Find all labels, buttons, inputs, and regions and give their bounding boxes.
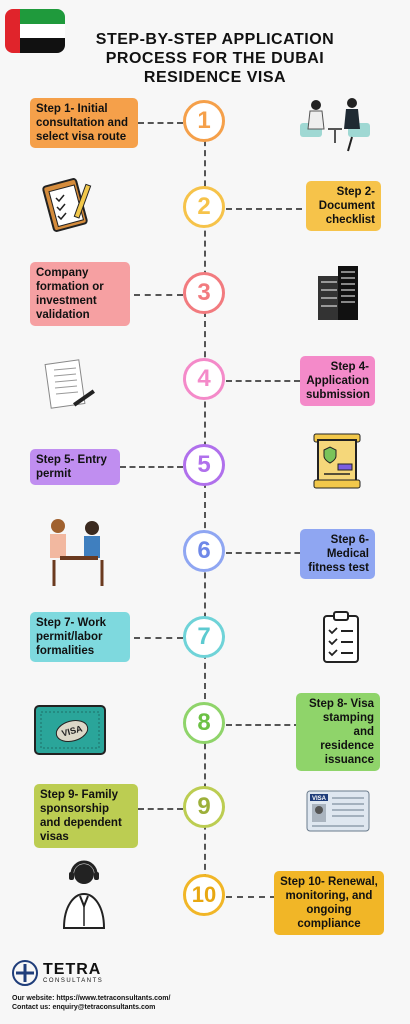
step-4-circle: 4	[183, 358, 225, 400]
brand-sub: CONSULTANTS	[43, 978, 104, 984]
step-3-label: Company formation or investment validati…	[30, 262, 130, 326]
step-5-circle: 5	[183, 444, 225, 486]
medical-exam-icon	[40, 516, 116, 593]
step-4-label: Step 4- Application submission	[300, 356, 375, 406]
step-6-label: Step 6- Medical fitness test	[300, 529, 375, 579]
step-10-circle: 10	[183, 874, 225, 916]
step-3-circle: 3	[183, 272, 225, 314]
step-7-connector	[134, 637, 183, 639]
tetra-logo: TETRA CONSULTANTS	[12, 960, 103, 986]
step-8-label: Step 8- Visa stamping and residence issu…	[296, 693, 380, 771]
brand-name: TETRA	[43, 961, 102, 978]
step-1-circle: 1	[183, 100, 225, 142]
consultation-icon	[298, 95, 373, 158]
timeline-spine	[204, 120, 206, 890]
step-1-label: Step 1- Initial consultation and select …	[30, 98, 138, 148]
step-8-circle: 8	[183, 702, 225, 744]
support-agent-icon	[56, 858, 112, 935]
website-link[interactable]: Our website: https://www.tetraconsultant…	[12, 995, 171, 1002]
footer-contact: Our website: https://www.tetraconsultant…	[12, 994, 170, 1012]
clipboard-checklist-icon	[40, 176, 95, 241]
document-pen-icon	[42, 358, 100, 419]
step-5-label: Step 5- Entry permit	[30, 449, 120, 485]
tetra-logo-icon	[12, 960, 38, 986]
uae-flag	[5, 9, 65, 53]
contact-email[interactable]: Contact us: enquiry@tetraconsultants.com	[12, 1004, 156, 1011]
step-7-label: Step 7- Work permit/labor formalities	[30, 612, 130, 662]
step-4-connector	[226, 380, 300, 382]
svg-text:VISA: VISA	[312, 796, 327, 802]
step-9-connector	[138, 808, 183, 810]
step-10-label: Step 10- Renewal, monitoring, and ongoin…	[274, 871, 384, 935]
step-2-connector	[226, 208, 302, 210]
page-title: STEP-BY-STEP APPLICATION PROCESS FOR THE…	[95, 31, 335, 86]
step-1-connector	[138, 122, 183, 124]
step-3-connector	[134, 294, 183, 296]
office-building-icon	[308, 262, 368, 327]
step-9-label: Step 9- Family sponsorship and dependent…	[34, 784, 138, 848]
step-5-connector	[120, 466, 183, 468]
permit-document-icon	[310, 430, 366, 495]
step-6-connector	[226, 552, 320, 554]
step-2-circle: 2	[183, 186, 225, 228]
step-8-connector	[226, 724, 300, 726]
step-10-connector	[226, 896, 276, 898]
visa-stamp-icon: VISA	[34, 705, 106, 760]
visa-card-icon: VISA	[306, 790, 370, 837]
step-6-circle: 6	[183, 530, 225, 572]
checklist-icon	[318, 610, 366, 671]
step-2-label: Step 2- Document checklist	[306, 181, 381, 231]
step-7-circle: 7	[183, 616, 225, 658]
step-9-circle: 9	[183, 786, 225, 828]
